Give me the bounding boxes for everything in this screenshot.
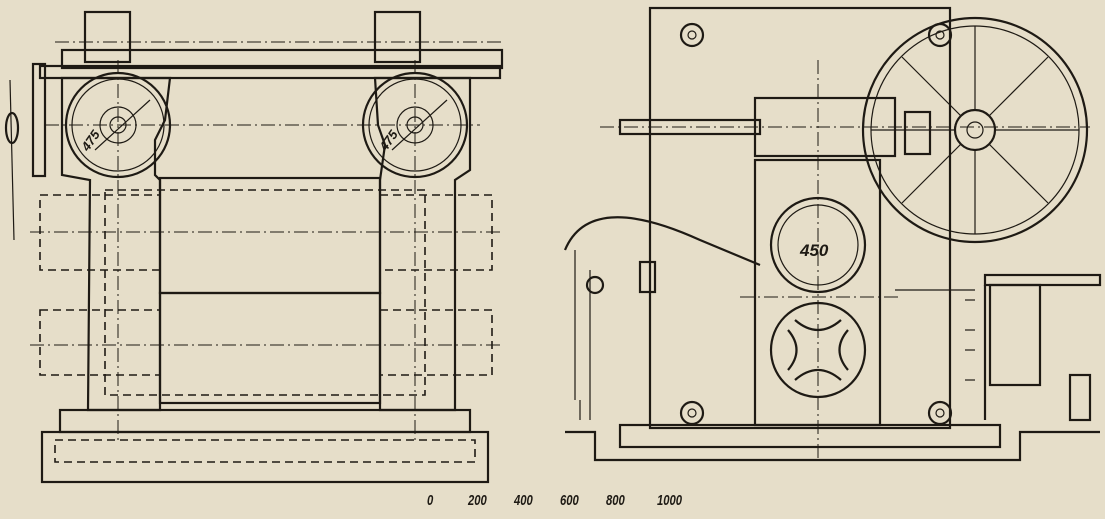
lower-roll-section bbox=[769, 301, 867, 399]
front-foundation bbox=[40, 430, 490, 484]
upper-roll bbox=[158, 176, 382, 295]
gear-wheel bbox=[31, 62, 47, 178]
scale-tick-label: 800 bbox=[606, 492, 625, 509]
top-shaft bbox=[60, 48, 504, 70]
front-view: 475 475 bbox=[4, 10, 505, 484]
side-roll-diameter-label: 450 bbox=[799, 241, 829, 260]
left-housing bbox=[60, 76, 172, 412]
scale-bar: 0 200 400 600 800 1000 bbox=[0, 492, 1105, 516]
scale-tick-label: 200 bbox=[468, 492, 487, 509]
flywheel bbox=[861, 16, 1089, 244]
left-roll-diameter-label: 475 bbox=[78, 127, 104, 155]
front-bedplate bbox=[58, 408, 472, 434]
scale-tick-label: 0 bbox=[427, 492, 434, 509]
crossbar bbox=[38, 64, 502, 80]
scale-tick-label: 400 bbox=[514, 492, 533, 509]
scale-tick-label: 600 bbox=[560, 492, 579, 509]
side-frame bbox=[648, 6, 952, 430]
upper-roll-section bbox=[769, 196, 867, 294]
scale-tick-label: 1000 bbox=[657, 492, 683, 509]
foundation-pit bbox=[565, 430, 1100, 462]
shaft-bearing-left bbox=[83, 10, 132, 64]
handwheel-rod bbox=[9, 79, 15, 241]
shaft-bearing-right bbox=[373, 10, 422, 64]
lower-roll bbox=[158, 291, 382, 405]
flywheel-spokes bbox=[871, 26, 1079, 234]
side-view: 450 bbox=[563, 6, 1102, 462]
side-bedplate bbox=[618, 423, 1002, 449]
handwheel bbox=[4, 111, 20, 145]
